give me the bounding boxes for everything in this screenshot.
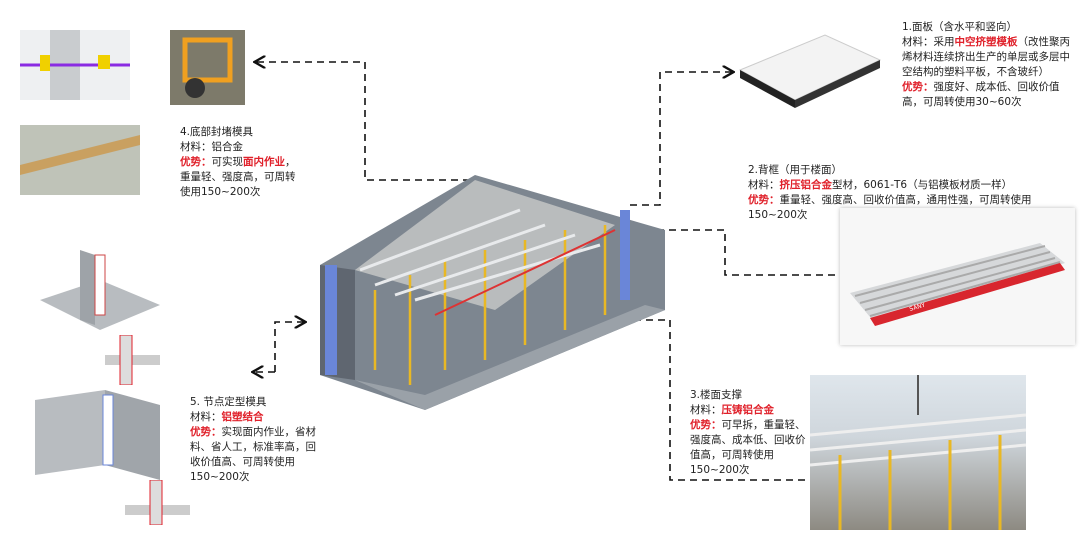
bottom-mold-photo [20,125,140,195]
sany-logo: SANY [909,302,927,313]
item4-title: 4.底部封堵模具 [180,126,254,138]
formwork-3d-model [320,175,665,410]
item1-description: 1.面板（含水平和竖向） 材料：采用中空挤塑模板（改性聚丙烯材料连续挤出生产的单… [902,20,1078,110]
node-mold-section-2 [125,480,190,525]
material-detail: 型材，6061-T6（与铝模板材质一样） [832,179,1013,191]
material-label: 材料： [190,411,222,423]
item1-title: 1.面板（含水平和竖向） [902,21,1018,33]
item2-title: 2.背框（用于楼面） [748,164,843,176]
arrow-to-item4 [256,62,470,181]
advantage-text: 可早拆，重量轻、强度高、成本低、回收价值高，可周转使用150~200次 [690,419,806,476]
material-highlight: 中空挤塑模板 [954,36,1018,48]
node-mold-corner-image [40,250,160,330]
bottom-mold-tool-photo [170,30,245,105]
material-prefix: 采用 [933,36,955,48]
item4-description: 4.底部封堵模具 材料：铝合金 优势：可实现面内作业，重量轻、强度高，可周转使用… [180,125,300,200]
advantage-text: ，重量轻、强度高，可周转使用150~200次 [180,156,296,198]
back-frame-image: SANY [840,208,1075,345]
advantage-label: 优势： [748,194,780,206]
node-mold-wall-image [35,390,160,480]
node-mold-left [325,265,337,375]
advantage-label: 优势： [690,419,722,431]
hollow-panel-image [735,30,885,110]
material-label: 材料： [690,404,722,416]
floor-support-photo [810,375,1026,530]
item5-description: 5. 节点定型模具 材料：铝塑结合 优势：实现面内作业，省材料、省人工，标准率高… [190,395,320,485]
material-label: 材料： [180,141,212,153]
advantage-text: 重量轻、强度高、回收价值高，通用性强，可周转使用150~200次 [748,194,1032,221]
advantage-text: 强度好、成本低、回收价值高，可周转使用30~60次 [902,81,1060,108]
bottom-mold-diagram-1 [20,30,130,100]
item3-title: 3.楼面支撑 [690,389,743,401]
item3-description: 3.楼面支撑 材料：压铸铝合金 优势：可早拆，重量轻、强度高、成本低、回收价值高… [690,388,810,478]
advantage-text: 实现面内作业，省材料、省人工，标准率高，回收价值高、可周转使用150~200次 [190,426,316,483]
arrow-to-item5-right [274,322,304,372]
material-highlight: 压铸铝合金 [721,404,775,416]
arrow-to-item1 [630,72,732,206]
material-label: 材料： [902,36,934,48]
arrow-to-item2 [618,230,835,276]
node-mold-section-1 [105,335,160,385]
advantage-prefix: 可实现 [211,156,244,168]
advantage-label: 优势： [180,156,212,168]
material-highlight: 挤压铝合金 [779,179,833,191]
material-detail: （改性聚丙烯材料连续挤出生产的单层或多层中空结构的塑料平板，不含玻纤） [902,36,1070,78]
advantage-label: 优势： [902,81,934,93]
item5-title: 5. 节点定型模具 [190,396,267,408]
item2-description: 2.背框（用于楼面） 材料：挤压铝合金型材，6061-T6（与铝模板材质一样） … [748,163,1068,223]
advantage-label: 优势： [190,426,222,438]
material-label: 材料： [748,179,780,191]
material-text: 铝合金 [211,141,244,153]
advantage-highlight: 面内作业 [243,156,285,168]
material-highlight: 铝塑结合 [221,411,264,423]
node-mold-right [620,210,630,300]
